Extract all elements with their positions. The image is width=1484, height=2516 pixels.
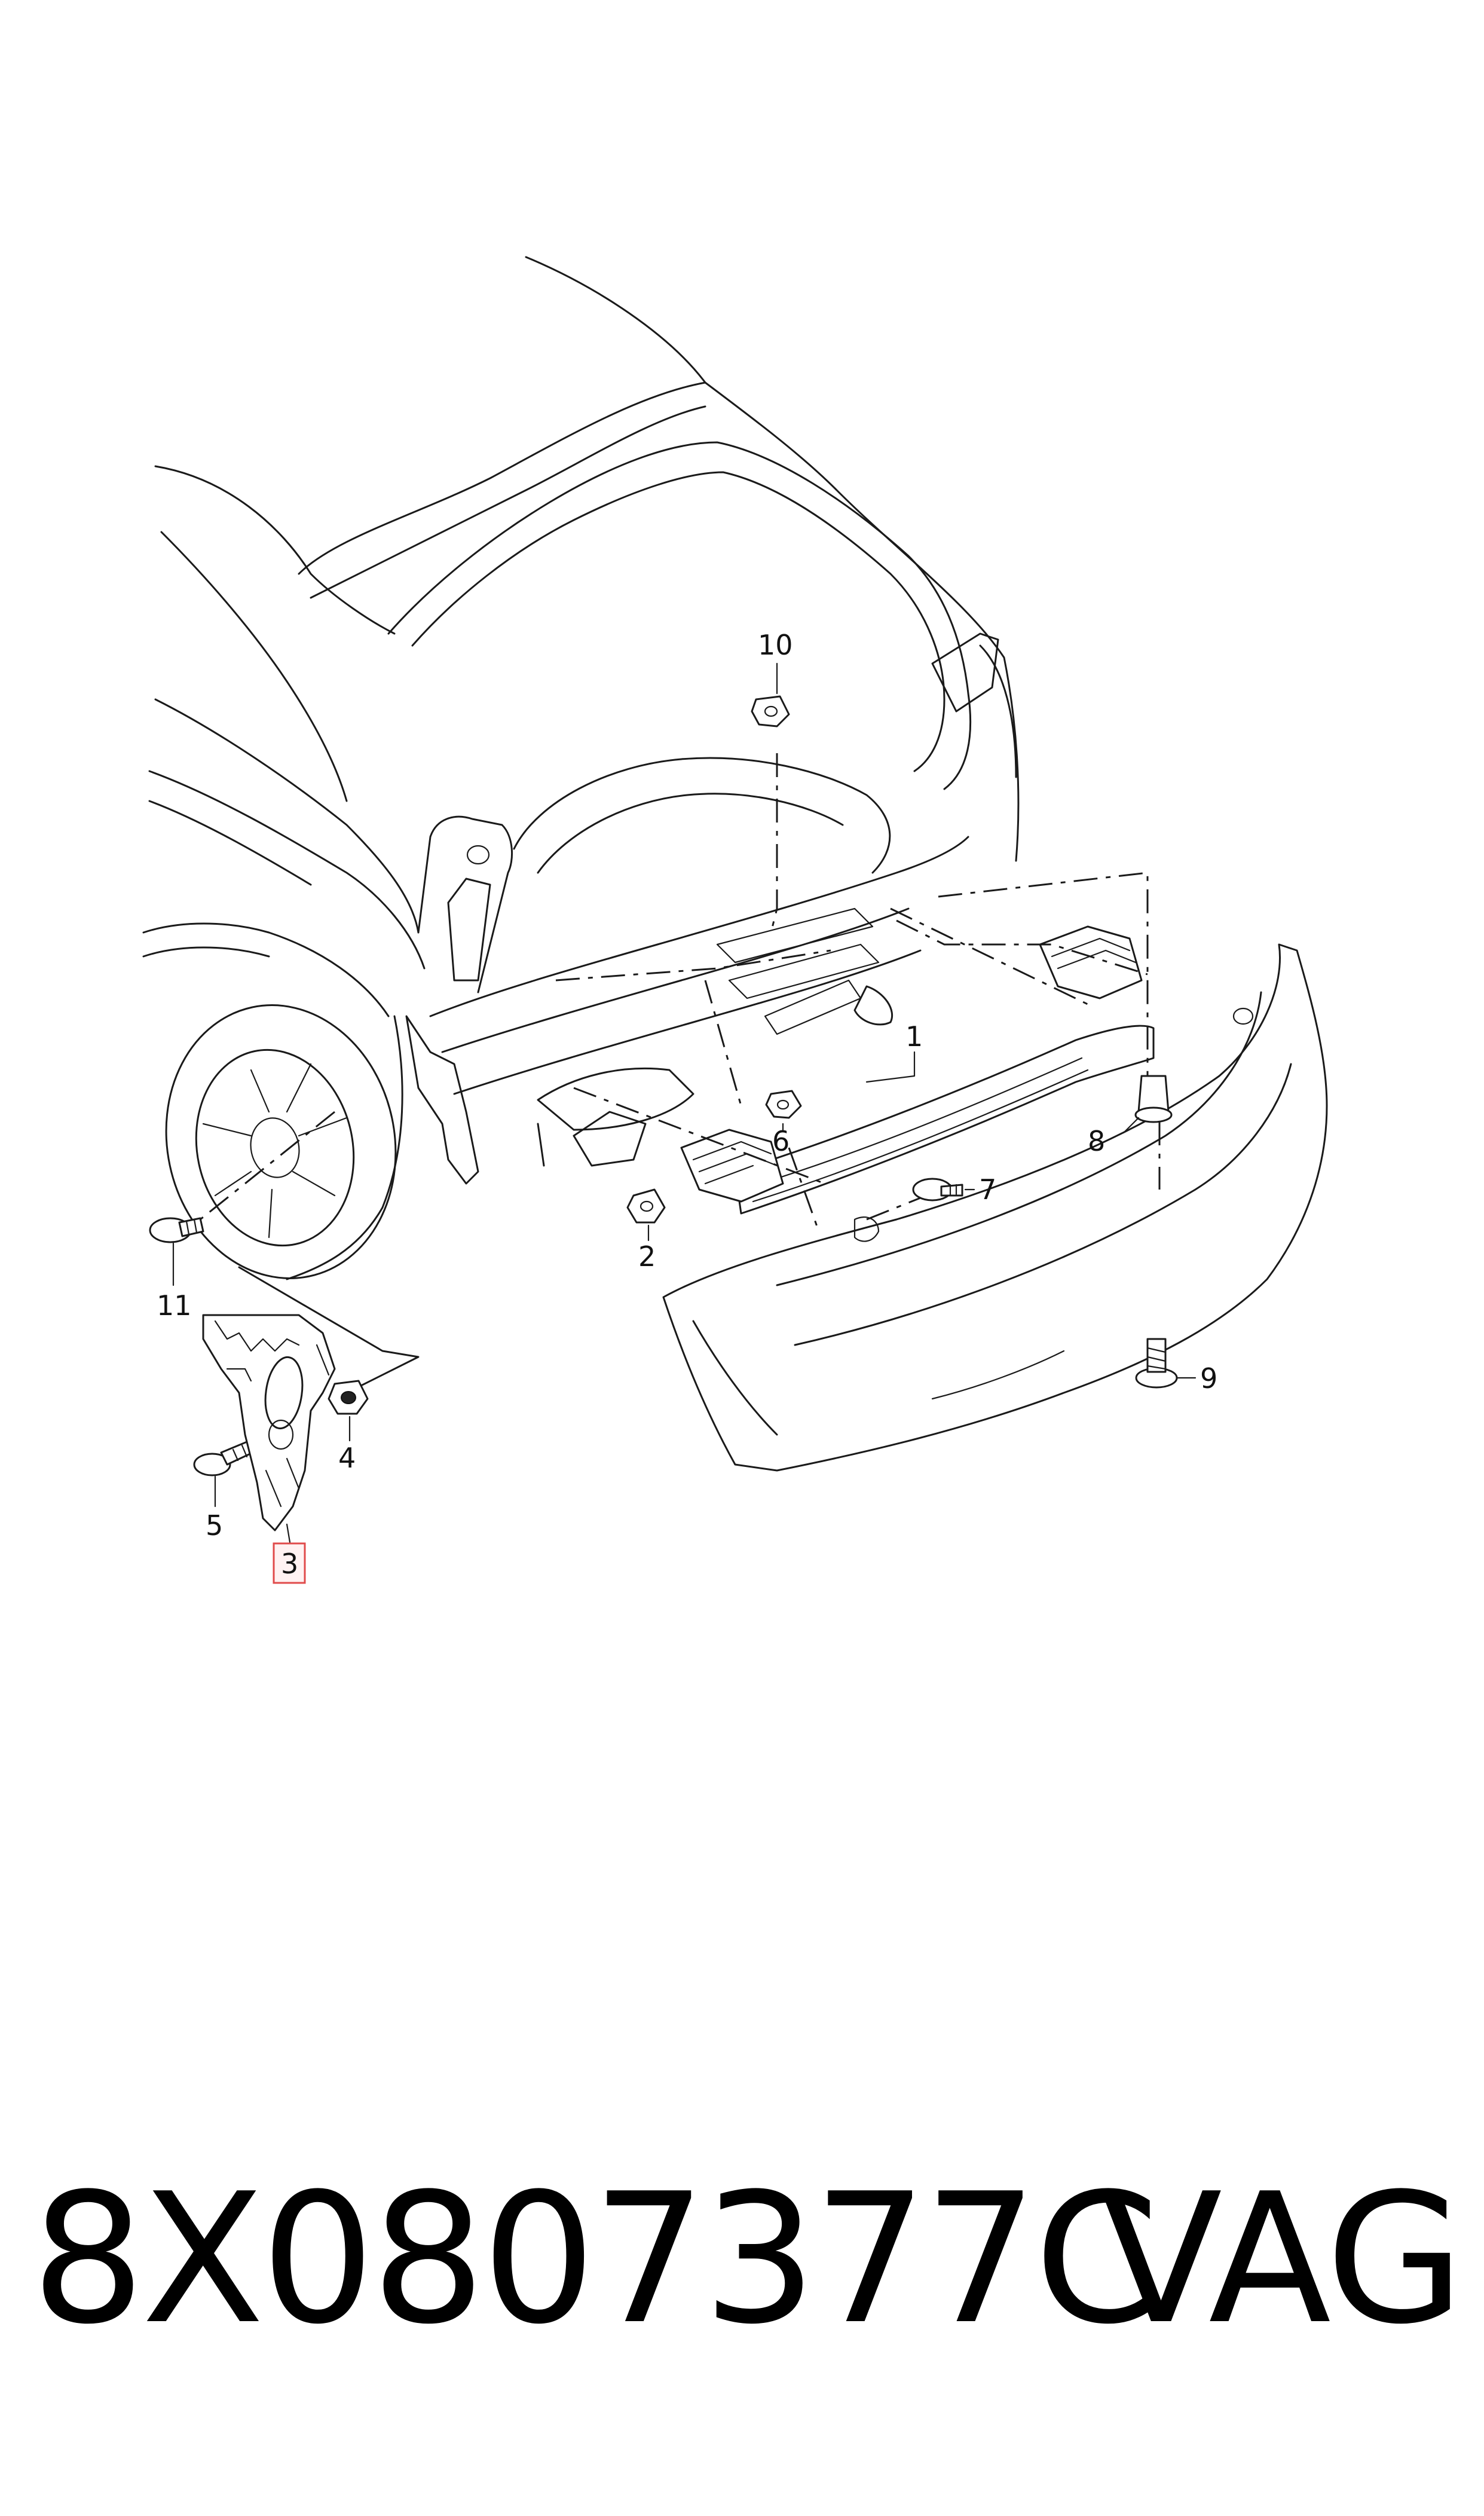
callout-2: 2 [638, 1240, 656, 1273]
callout-10: 10 [758, 629, 793, 661]
crash-box-left [680, 1129, 784, 1203]
car-body-outline [142, 256, 1020, 1280]
callout-8: 8 [1088, 1125, 1105, 1157]
bumper-bracket [202, 1314, 336, 1531]
fastener-10-nut [751, 695, 790, 727]
fastener-2-nut [626, 1188, 666, 1224]
fastener-4-nut [328, 1380, 369, 1415]
callout-3: 3 [281, 1548, 298, 1580]
assembly-lines [185, 753, 1161, 1394]
bumper-reinforcement [734, 1025, 1155, 1215]
callout-6: 6 [772, 1125, 790, 1157]
callout-11: 11 [157, 1289, 192, 1322]
bumper-cover [662, 943, 1328, 1472]
fastener-7-clip [912, 1178, 963, 1202]
exploded-parts-diagram: 10 1 6 2 7 8 9 11 4 5 3 [142, 256, 1328, 1584]
fastener-11-screw [149, 1217, 204, 1243]
footer: 8X0807377C VAG [0, 2152, 1484, 2403]
callout-9: 9 [1200, 1362, 1217, 1395]
brand-name: VAG [1100, 2155, 1464, 2364]
fastener-6-nut [765, 1090, 802, 1119]
fastener-8-clip [1134, 1075, 1173, 1123]
leader-lines [172, 662, 1197, 1543]
callout-3-highlight [273, 1542, 306, 1584]
callout-1: 1 [905, 1020, 923, 1053]
callout-4: 4 [338, 1442, 356, 1474]
part-number: 8X0807377C [31, 2155, 1159, 2364]
callout-7: 7 [979, 1173, 996, 1206]
crash-box-right [1039, 925, 1143, 999]
callouts: 10 1 6 2 7 8 9 11 4 5 3 [157, 629, 1217, 1584]
fastener-9-screw [1135, 1338, 1178, 1389]
callout-5: 5 [206, 1509, 223, 1542]
